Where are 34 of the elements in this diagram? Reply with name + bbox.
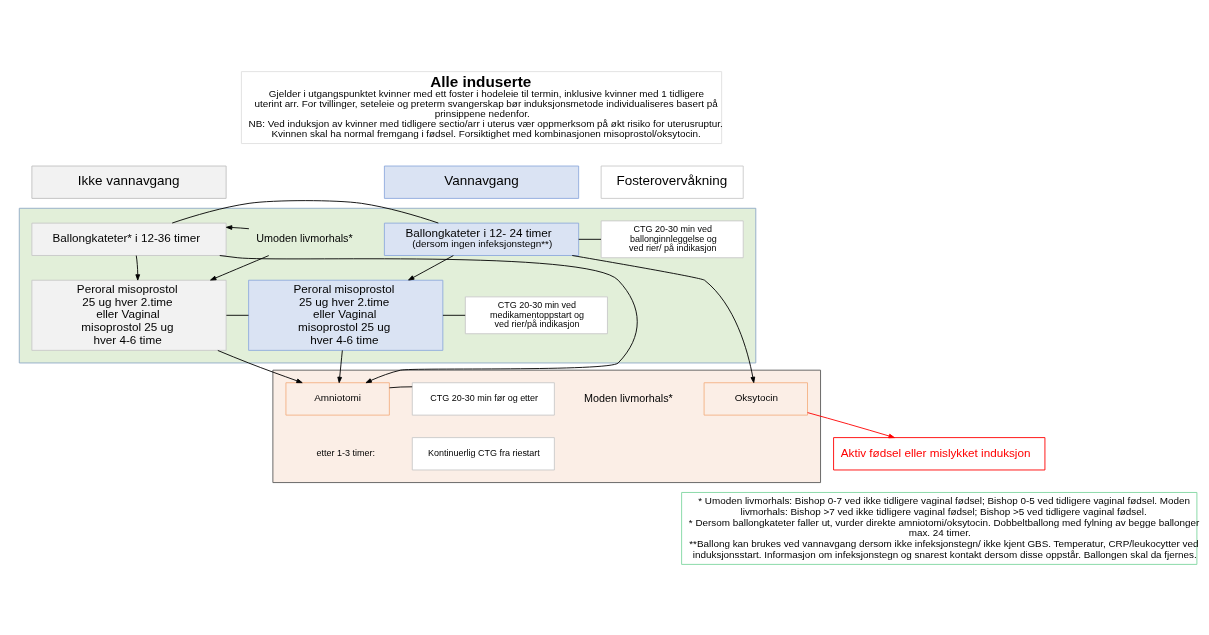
node-box: Kontinuerlig CTG fra riestart <box>411 436 555 470</box>
node-box: Vannavgang <box>383 165 580 199</box>
node-box: Ikke vannavgang <box>31 165 227 199</box>
node-box: * Umoden livmorhals: Bishop 0-7 ved ikke tidligere vaginal fødsel; Bishop 0-5 ved tidligere vaginal fødsel. Moden livmorhals: Bishop >7 ved ikke tidligere vaginal fødsel; Bishop >5 ved tidligere vaginal fødsel. * Dersom ballongkateter faller ut, vurder direkte amniotomi/oksytocin. Dobbeltballong med fylning av begge ballonger max. 24 timer. **Ballong kan brukes ved vannavgang dersom ikke infeksjonstegn/ ikke kjent GBS. Temperatur, CRP/leukocytter ved induksjonsstart. Informasjon om infeksjonstegn og snarest kontakt dersom disse oppstår. Ballongen skal da fjernes. <box>681 491 1198 565</box>
connector <box>389 385 413 388</box>
node-box: Oksytocin <box>703 381 808 416</box>
arrow <box>219 254 638 383</box>
node-text: Umoden livmorhals* <box>256 231 353 244</box>
node-box: Fosterovervåkning <box>600 165 744 199</box>
node-box: Peroral misoprostol 25 ug hver 2.time eller Vaginal misoprostol 25 ug hver 4-6 time <box>31 279 227 351</box>
arrow <box>226 224 250 230</box>
node-box: Amniotomi <box>285 381 390 416</box>
cluster <box>272 369 821 483</box>
arrow <box>571 254 756 383</box>
connector <box>578 238 602 240</box>
cluster <box>18 207 757 363</box>
node-box: CTG 20-30 min ved medikamentoppstart og ved rier/på indikasjon <box>464 295 608 334</box>
arrow <box>807 411 895 438</box>
node-box: Alle induserte Gjelder i utgangspunktet kvinner med ett foster i hodeleie til termin, inklusive kvinner med 1 tidligere uterint arr. For tvillinger, seteleie og preterm svangerskap bør induksjonsmetode individualiseres basert på prinsippene nedenfor. NB: Ved induksjon av kvinner med tidligere sectio/arr i uterus vær oppmerksom på økt risiko for uterusruptur. Kvinnen skal ha normal fremgang i fødsel. Forsiktighet med kombinasjonen misoprostol/oksytocin. <box>240 70 723 144</box>
node-box: Peroral misoprostol 25 ug hver 2.time eller Vaginal misoprostol 25 ug hver 4-6 time <box>248 279 444 351</box>
arrow <box>217 349 303 383</box>
arrow <box>337 349 343 383</box>
node-box: Aktiv fødsel eller mislykket induksjon <box>833 436 1046 470</box>
label: etter 1-3 timer: <box>316 447 375 458</box>
node-box: CTG 20-30 min før og etter <box>411 381 555 416</box>
connector <box>225 314 249 316</box>
node-text: Moden livmorhals* <box>584 391 673 404</box>
arrow <box>210 254 270 281</box>
node-box: CTG 20-30 min ved ballonginnleggelse og ved rier/ på indikasjon <box>600 219 744 258</box>
arrow <box>135 254 141 281</box>
arrow <box>408 254 454 281</box>
node-box: Ballongkateter* i 12-36 timer <box>31 222 227 256</box>
node-box: Ballongkateter i 12- 24 timer (dersom ingen infeksjonstegn**) <box>383 222 580 256</box>
connector <box>442 314 466 316</box>
